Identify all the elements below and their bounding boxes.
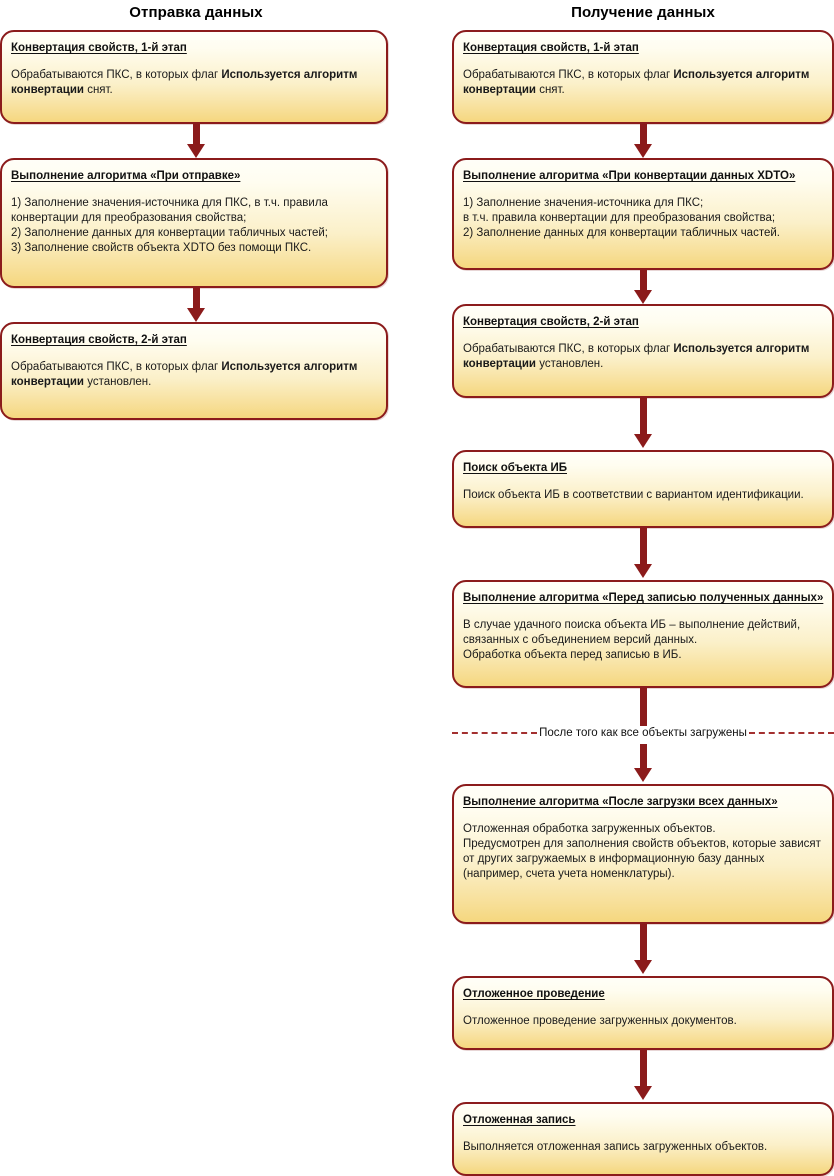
separator-note: После того как все объекты загружены: [452, 724, 834, 742]
column-sending-data: Отправка данных Конвертация свойств, 1-й…: [0, 0, 392, 420]
node-right-2-line-0: Обрабатываются ПКС, в которых флаг Испол…: [463, 343, 810, 370]
node-right-6-line-0: Отложенное проведение загруженных докуме…: [463, 1015, 737, 1027]
node-right-7-body: Выполняется отложенная запись загруженны…: [463, 1140, 823, 1155]
node-right-5[interactable]: Выполнение алгоритма «После загрузки все…: [452, 784, 834, 924]
node-right-0[interactable]: Конвертация свойств, 1-й этап Обрабатыва…: [452, 30, 834, 124]
dashed-rule-left: [452, 732, 538, 734]
arrow-shaft: [639, 398, 647, 438]
node-right-3-line-0: Поиск объекта ИБ в соответствии с вариан…: [463, 489, 804, 501]
node-left-0-body: Обрабатываются ПКС, в которых флаг Испол…: [11, 68, 377, 98]
node-right-5-line-1: Предусмотрен для заполнения свойств объе…: [463, 838, 821, 880]
arrow-right-1-to-2: [452, 270, 834, 304]
node-right-6[interactable]: Отложенное проведение Отложенное проведе…: [452, 976, 834, 1050]
node-right-1-body: 1) Заполнение значения-источника для ПКС…: [463, 196, 823, 241]
node-right-2[interactable]: Конвертация свойств, 2-й этап Обрабатыва…: [452, 304, 834, 398]
column-receiving-data: Получение данных Конвертация свойств, 1-…: [452, 0, 834, 1176]
arrow-head-icon: [634, 290, 652, 304]
arrow-right-5-to-6: [452, 924, 834, 976]
arrow-right-3-to-4: [452, 528, 834, 580]
arrow-head-icon: [634, 564, 652, 578]
node-left-0-line-0: Обрабатываются ПКС, в которых флаг Испол…: [11, 69, 358, 96]
arrow-head-icon: [634, 1086, 652, 1100]
arrow-shaft: [639, 528, 647, 568]
node-right-0-line-0: Обрабатываются ПКС, в которых флаг Испол…: [463, 69, 810, 96]
node-right-5-line-0: Отложенная обработка загруженных объекто…: [463, 823, 716, 835]
arrow-right-0-to-1: [452, 124, 834, 158]
node-right-7-line-0: Выполняется отложенная запись загруженны…: [463, 1141, 768, 1153]
arrow-head-icon: [634, 434, 652, 448]
node-right-6-title: Отложенное проведение: [463, 988, 605, 1000]
node-right-7[interactable]: Отложенная запись Выполняется отложенная…: [452, 1102, 834, 1176]
arrow-right-6-to-7: [452, 1050, 834, 1102]
node-left-1-line-1: 2) Заполнение данных для конвертации таб…: [11, 227, 328, 239]
arrow-shaft: [639, 124, 647, 148]
arrow-shaft: [639, 270, 647, 294]
arrow-right-2-to-3: [452, 398, 834, 450]
arrow-right-4-to-5-with-note: После того как все объекты загружены: [452, 688, 834, 784]
arrow-shaft-upper: [639, 688, 647, 728]
node-left-1-title: Выполнение алгоритма «При отправке»: [11, 170, 241, 182]
arrow-shaft: [192, 124, 200, 148]
arrow-head-icon: [634, 960, 652, 974]
node-right-4[interactable]: Выполнение алгоритма «Перед записью полу…: [452, 580, 834, 688]
node-left-2-title: Конвертация свойств, 2-й этап: [11, 334, 187, 346]
node-right-1-line-0: 1) Заполнение значения-источника для ПКС…: [463, 197, 704, 209]
node-right-4-body: В случае удачного поиска объекта ИБ – вы…: [463, 618, 823, 663]
arrow-head-icon: [634, 144, 652, 158]
node-right-2-body: Обрабатываются ПКС, в которых флаг Испол…: [463, 342, 823, 372]
node-right-1[interactable]: Выполнение алгоритма «При конвертации да…: [452, 158, 834, 270]
column-title-receiving: Получение данных: [571, 4, 715, 21]
node-left-2-body: Обрабатываются ПКС, в которых флаг Испол…: [11, 360, 377, 390]
arrow-shaft-lower: [639, 744, 647, 770]
arrow-shaft: [639, 924, 647, 964]
arrow-left-1-to-2: [0, 288, 392, 322]
node-left-1-line-2: 3) Заполнение свойств объекта XDTO без п…: [11, 242, 312, 254]
node-right-0-title: Конвертация свойств, 1-й этап: [463, 42, 639, 54]
node-right-5-body: Отложенная обработка загруженных объекто…: [463, 822, 823, 882]
node-left-2-line-0: Обрабатываются ПКС, в которых флаг Испол…: [11, 361, 358, 388]
node-right-1-title: Выполнение алгоритма «При конвертации да…: [463, 170, 796, 182]
node-left-0-title: Конвертация свойств, 1-й этап: [11, 42, 187, 54]
node-right-4-title: Выполнение алгоритма «Перед записью полу…: [463, 592, 824, 604]
node-right-4-line-1: Обработка объекта перед записью в ИБ.: [463, 649, 682, 661]
node-right-1-line-2: 2) Заполнение данных для конвертации таб…: [463, 227, 780, 239]
node-right-3[interactable]: Поиск объекта ИБ Поиск объекта ИБ в соот…: [452, 450, 834, 528]
column-title-sending: Отправка данных: [129, 4, 263, 21]
arrow-shaft: [639, 1050, 647, 1090]
node-right-2-title: Конвертация свойств, 2-й этап: [463, 316, 639, 328]
node-right-6-body: Отложенное проведение загруженных докуме…: [463, 1014, 823, 1029]
arrow-head-icon: [187, 144, 205, 158]
arrow-left-0-to-1: [0, 124, 392, 158]
node-left-1[interactable]: Выполнение алгоритма «При отправке» 1) З…: [0, 158, 388, 288]
node-right-1-line-1: в т.ч. правила конвертации для преобразо…: [463, 212, 776, 224]
node-right-4-line-0: В случае удачного поиска объекта ИБ – вы…: [463, 619, 801, 646]
node-right-3-body: Поиск объекта ИБ в соответствии с вариан…: [463, 488, 823, 503]
node-right-5-title: Выполнение алгоритма «После загрузки все…: [463, 796, 778, 808]
dashed-rule-right: [748, 732, 834, 734]
node-right-7-title: Отложенная запись: [463, 1114, 576, 1126]
node-left-1-line-0: 1) Заполнение значения-источника для ПКС…: [11, 197, 328, 224]
arrow-head-icon: [634, 768, 652, 782]
node-left-2[interactable]: Конвертация свойств, 2-й этап Обрабатыва…: [0, 322, 388, 420]
node-left-1-body: 1) Заполнение значения-источника для ПКС…: [11, 196, 377, 256]
separator-note-label: После того как все объекты загружены: [537, 726, 749, 740]
node-left-0[interactable]: Конвертация свойств, 1-й этап Обрабатыва…: [0, 30, 388, 124]
arrow-shaft: [192, 288, 200, 312]
node-right-3-title: Поиск объекта ИБ: [463, 462, 567, 474]
arrow-head-icon: [187, 308, 205, 322]
node-right-0-body: Обрабатываются ПКС, в которых флаг Испол…: [463, 68, 823, 98]
